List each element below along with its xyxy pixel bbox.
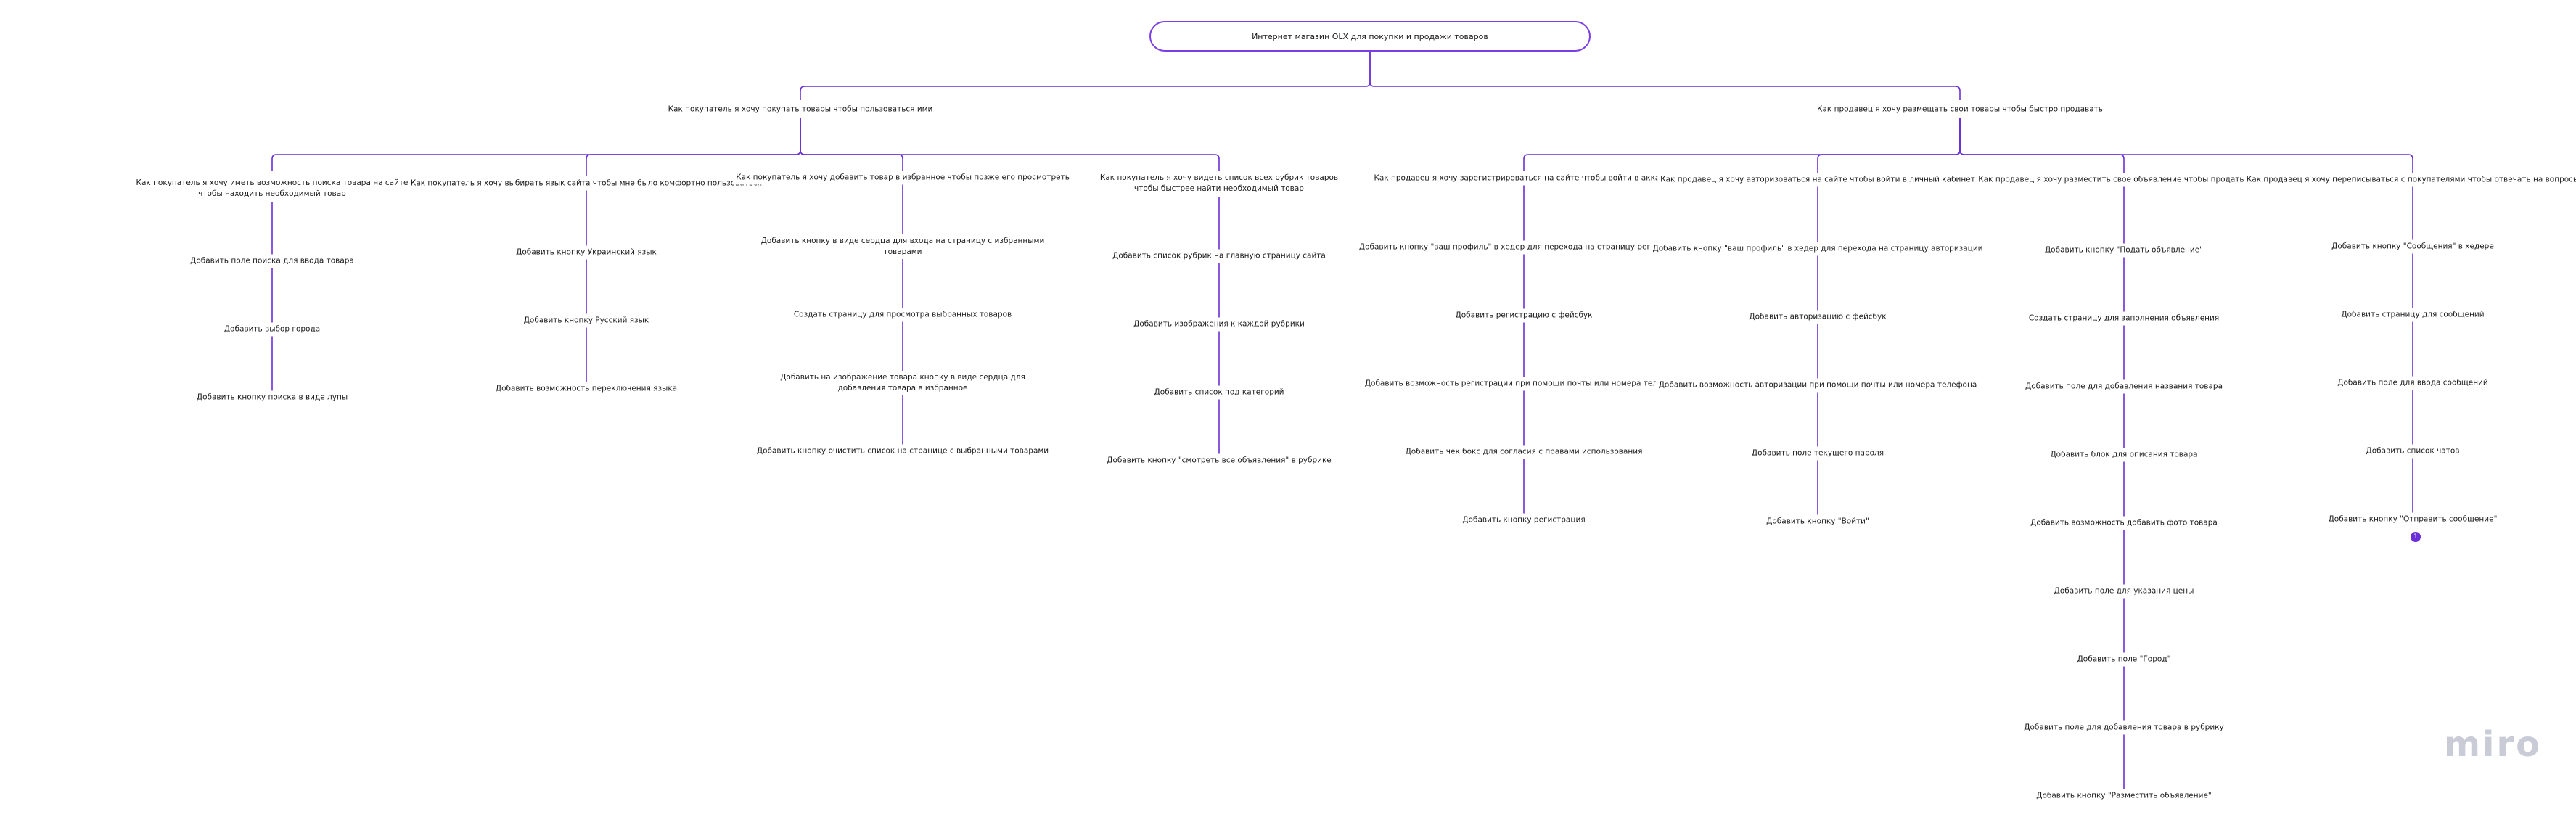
task-item[interactable]: Добавить блок для описания товара bbox=[2047, 448, 2201, 462]
story-buyer-favorites[interactable]: Как покупатель я хочу добавить товар в и… bbox=[733, 171, 1072, 185]
task-item[interactable]: Добавить возможность регистрации при пом… bbox=[1361, 377, 1686, 391]
root-node[interactable]: Интернет магазин OLX для покупки и прода… bbox=[1149, 21, 1591, 52]
connector-branch-story bbox=[586, 118, 801, 176]
task-item[interactable]: Добавить кнопку "ваш профиль" в хедер дл… bbox=[1649, 242, 1986, 256]
task-item[interactable]: Добавить кнопку регистрация bbox=[1459, 513, 1588, 527]
story-buyer-language[interactable]: Как покупатель я хочу выбирать язык сайт… bbox=[407, 176, 766, 191]
task-item[interactable]: Добавить поле текущего пароля bbox=[1748, 446, 1887, 461]
story-buyer-search[interactable]: Как покупатель я хочу иметь возможность … bbox=[124, 176, 420, 201]
story-seller-post-ad[interactable]: Как продавец я хочу разместить свое объя… bbox=[1975, 173, 2273, 187]
task-item[interactable]: Создать страницу для заполнения объявлен… bbox=[2025, 311, 2223, 326]
task-item[interactable]: Добавить кнопку "Сообщения" в хедере bbox=[2329, 239, 2497, 254]
branch-buyer[interactable]: Как покупатель я хочу покупать товары чт… bbox=[665, 102, 936, 117]
task-item[interactable]: Добавить кнопку "Войти" bbox=[1763, 514, 1872, 529]
task-item[interactable]: Добавить кнопку "Подать объявление" bbox=[2041, 243, 2207, 258]
story-seller-login[interactable]: Как продавец я хочу авторизоваться на са… bbox=[1657, 173, 1978, 187]
task-item[interactable]: Добавить кнопку "Отправить сообщение" bbox=[2325, 512, 2501, 527]
task-item[interactable]: Добавить возможность авторизации при пом… bbox=[1655, 378, 1980, 393]
task-item[interactable]: Добавить поле для ввода сообщений bbox=[2334, 376, 2491, 390]
task-item[interactable]: Добавить кнопку в виде сердца для входа … bbox=[755, 234, 1051, 259]
task-item[interactable]: Добавить кнопку "Разместить объявление" bbox=[2033, 789, 2215, 803]
connector-branch-story bbox=[1959, 118, 2413, 173]
branch-seller[interactable]: Как продавец я хочу размещать свои товар… bbox=[1814, 102, 2106, 117]
task-item[interactable]: Добавить кнопку "ваш профиль" в хедер дл… bbox=[1355, 240, 1692, 255]
task-item[interactable]: Добавить изображения к каждой рубрики bbox=[1131, 317, 1308, 332]
task-item[interactable]: Добавить поле поиска для ввода товара bbox=[187, 254, 357, 268]
task-item[interactable]: Добавить кнопку поиска в виде лупы bbox=[193, 390, 351, 405]
task-item[interactable]: Добавить авторизацию с фейсбук bbox=[1746, 310, 1890, 324]
task-item[interactable]: Добавить кнопку Русский язык bbox=[520, 313, 652, 328]
story-seller-register[interactable]: Как продавец я хочу зарегистрироваться н… bbox=[1371, 171, 1677, 186]
connector-branch-story bbox=[271, 118, 801, 171]
connector-branch-story bbox=[1817, 118, 1961, 173]
task-item[interactable]: Добавить на изображение товара кнопку в … bbox=[755, 371, 1051, 395]
comment-count-badge[interactable]: 1 bbox=[2411, 532, 2421, 542]
task-item[interactable]: Добавить кнопку "смотреть все объявления… bbox=[1104, 453, 1334, 468]
task-item[interactable]: Добавить список рубрик на главную страни… bbox=[1109, 249, 1329, 263]
task-item[interactable]: Добавить чек бокс для согласия с правами… bbox=[1402, 445, 1646, 459]
task-item[interactable]: Добавить возможность добавить фото товар… bbox=[2027, 516, 2220, 530]
task-item[interactable]: Добавить регистрацию с фейсбук bbox=[1452, 308, 1596, 323]
task-item[interactable]: Добавить выбор города bbox=[221, 322, 324, 337]
task-item[interactable]: Добавить список чатов bbox=[2363, 444, 2463, 459]
story-buyer-rubrics[interactable]: Как покупатель я хочу видеть список всех… bbox=[1093, 171, 1345, 196]
task-item[interactable]: Добавить поле "Город" bbox=[2074, 652, 2174, 667]
connector-branch-story bbox=[800, 118, 1220, 171]
task-item[interactable]: Добавить кнопку очистить список на стран… bbox=[753, 444, 1052, 459]
task-item[interactable]: Добавить возможность переключения языка bbox=[492, 382, 681, 396]
task-item[interactable]: Добавить поле для указания цены bbox=[2051, 584, 2197, 599]
miro-logo: miro bbox=[2444, 724, 2543, 765]
connector-branch-story bbox=[1959, 118, 2125, 173]
task-item[interactable]: Добавить поле для добавления товара в ру… bbox=[2021, 720, 2227, 735]
connector-root-branch bbox=[1369, 52, 1961, 100]
task-item[interactable]: Добавить список под категорий bbox=[1151, 385, 1287, 400]
task-item[interactable]: Добавить страницу для сообщений bbox=[2338, 308, 2487, 322]
connector-branch-story bbox=[1523, 118, 1961, 171]
task-item[interactable]: Добавить кнопку Украинский язык bbox=[513, 245, 660, 260]
connector-root-branch bbox=[800, 52, 1371, 100]
task-item[interactable]: Создать страницу для просмотра выбранных… bbox=[790, 308, 1015, 322]
task-item[interactable]: Добавить поле для добавления названия то… bbox=[2022, 379, 2226, 394]
connector-branch-story bbox=[800, 118, 903, 171]
story-seller-messages[interactable]: Как продавец я хочу переписываться с пок… bbox=[2243, 173, 2576, 187]
